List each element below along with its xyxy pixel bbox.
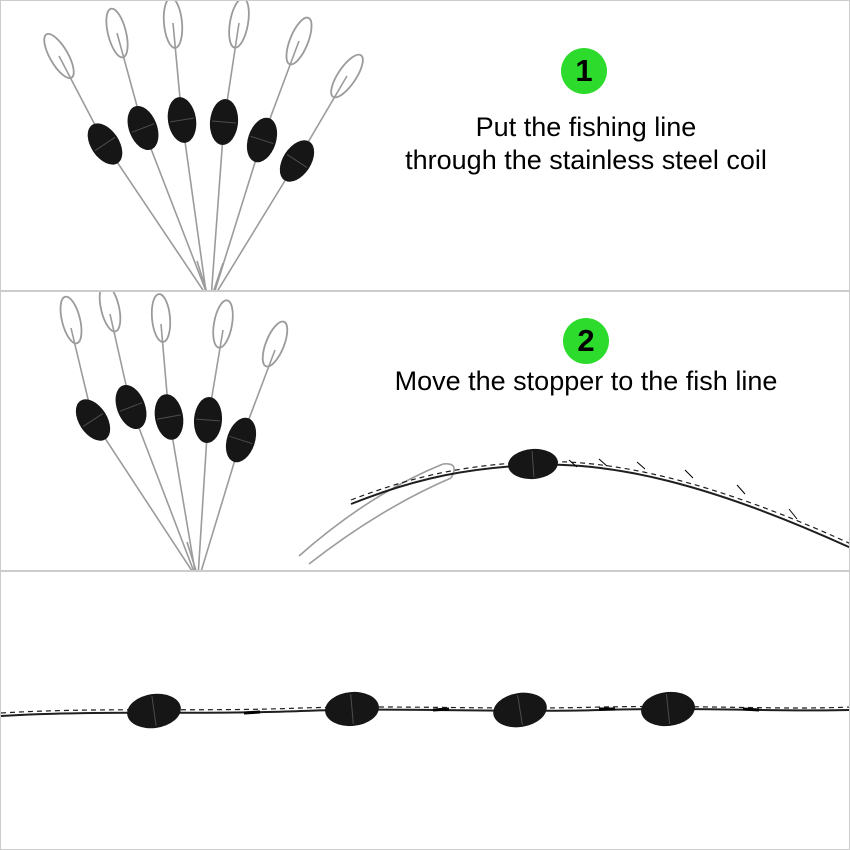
step-1-number: 1 <box>575 53 593 88</box>
stainless-coil-loop <box>298 462 455 565</box>
float-bead <box>75 399 111 441</box>
float-beads <box>75 384 257 463</box>
step-1-illustration <box>43 1 364 290</box>
float-bead <box>279 140 315 182</box>
step-2-caption-line1: Move the stopper to the fish line <box>394 366 778 396</box>
wire-loop <box>98 292 122 333</box>
result-illustration <box>1 691 849 729</box>
float-bead <box>209 99 239 145</box>
wire-loop <box>261 320 289 368</box>
wire-loop <box>43 32 75 80</box>
float-bead <box>87 123 123 165</box>
step-2-illustration <box>59 292 849 570</box>
step-1-panel: 1 Put the fishing line through the stain… <box>0 0 850 291</box>
step-2-badge: 2 <box>563 318 609 364</box>
wire-loop <box>285 16 313 66</box>
float-bead <box>225 417 257 463</box>
float-bead-on-line <box>127 693 181 729</box>
wire-loop <box>330 53 364 99</box>
wire-loop <box>162 1 184 49</box>
float-beads-on-line <box>127 691 695 729</box>
float-bead <box>167 97 197 143</box>
float-bead-on-line <box>493 692 547 728</box>
float-bead <box>154 394 184 440</box>
float-bead <box>127 105 159 151</box>
wire-loop <box>150 293 172 343</box>
float-bead-on-line <box>508 448 558 480</box>
wire-loops <box>59 292 289 368</box>
float-bead-on-line <box>641 691 695 727</box>
wire-loop <box>59 295 83 345</box>
step-1-caption: Put the fishing line through the stainle… <box>296 111 849 177</box>
wire-loop <box>212 299 234 349</box>
step-2-number: 2 <box>577 323 595 358</box>
step-2-caption: Move the stopper to the fish line <box>296 365 849 398</box>
step-1-caption-line1: Put the fishing line <box>475 112 697 142</box>
float-bead <box>193 397 223 443</box>
float-bead <box>246 117 278 163</box>
float-bead-on-line <box>325 691 379 727</box>
wire-loops <box>43 1 364 99</box>
float-beads <box>87 97 315 182</box>
step-2-panel: 2 Move the stopper to the fish line <box>0 291 850 571</box>
fishing-line <box>350 448 849 549</box>
result-panel <box>0 571 850 850</box>
wire-loop <box>105 7 129 59</box>
float-bead <box>115 384 147 430</box>
step-1-badge: 1 <box>561 48 607 94</box>
step-1-caption-line2: through the stainless steel coil <box>405 145 767 175</box>
wire-loop <box>228 1 250 49</box>
